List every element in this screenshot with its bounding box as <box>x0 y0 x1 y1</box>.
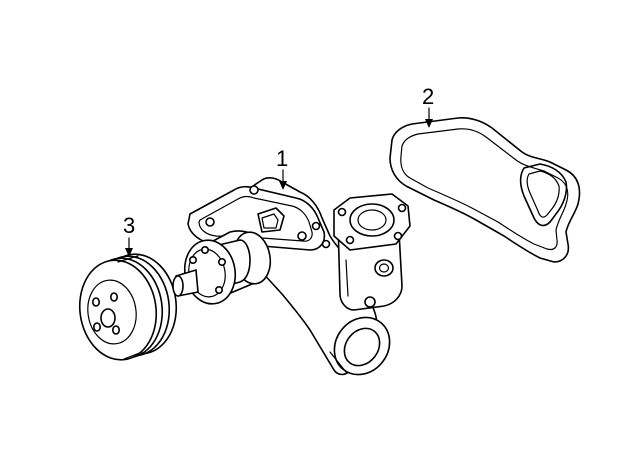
arrowhead <box>425 119 433 128</box>
gasket[interactable] <box>389 117 581 263</box>
callout-number: 1 <box>276 146 288 171</box>
callout-number: 3 <box>123 213 135 238</box>
callout-3: 3 <box>123 213 135 257</box>
pulley[interactable] <box>73 249 182 365</box>
water-pump[interactable] <box>172 177 411 386</box>
callout-1: 1 <box>276 146 288 190</box>
callout-number: 2 <box>422 84 434 109</box>
callout-2: 2 <box>422 84 434 128</box>
arrowhead <box>125 248 133 257</box>
arrowhead <box>279 181 287 190</box>
